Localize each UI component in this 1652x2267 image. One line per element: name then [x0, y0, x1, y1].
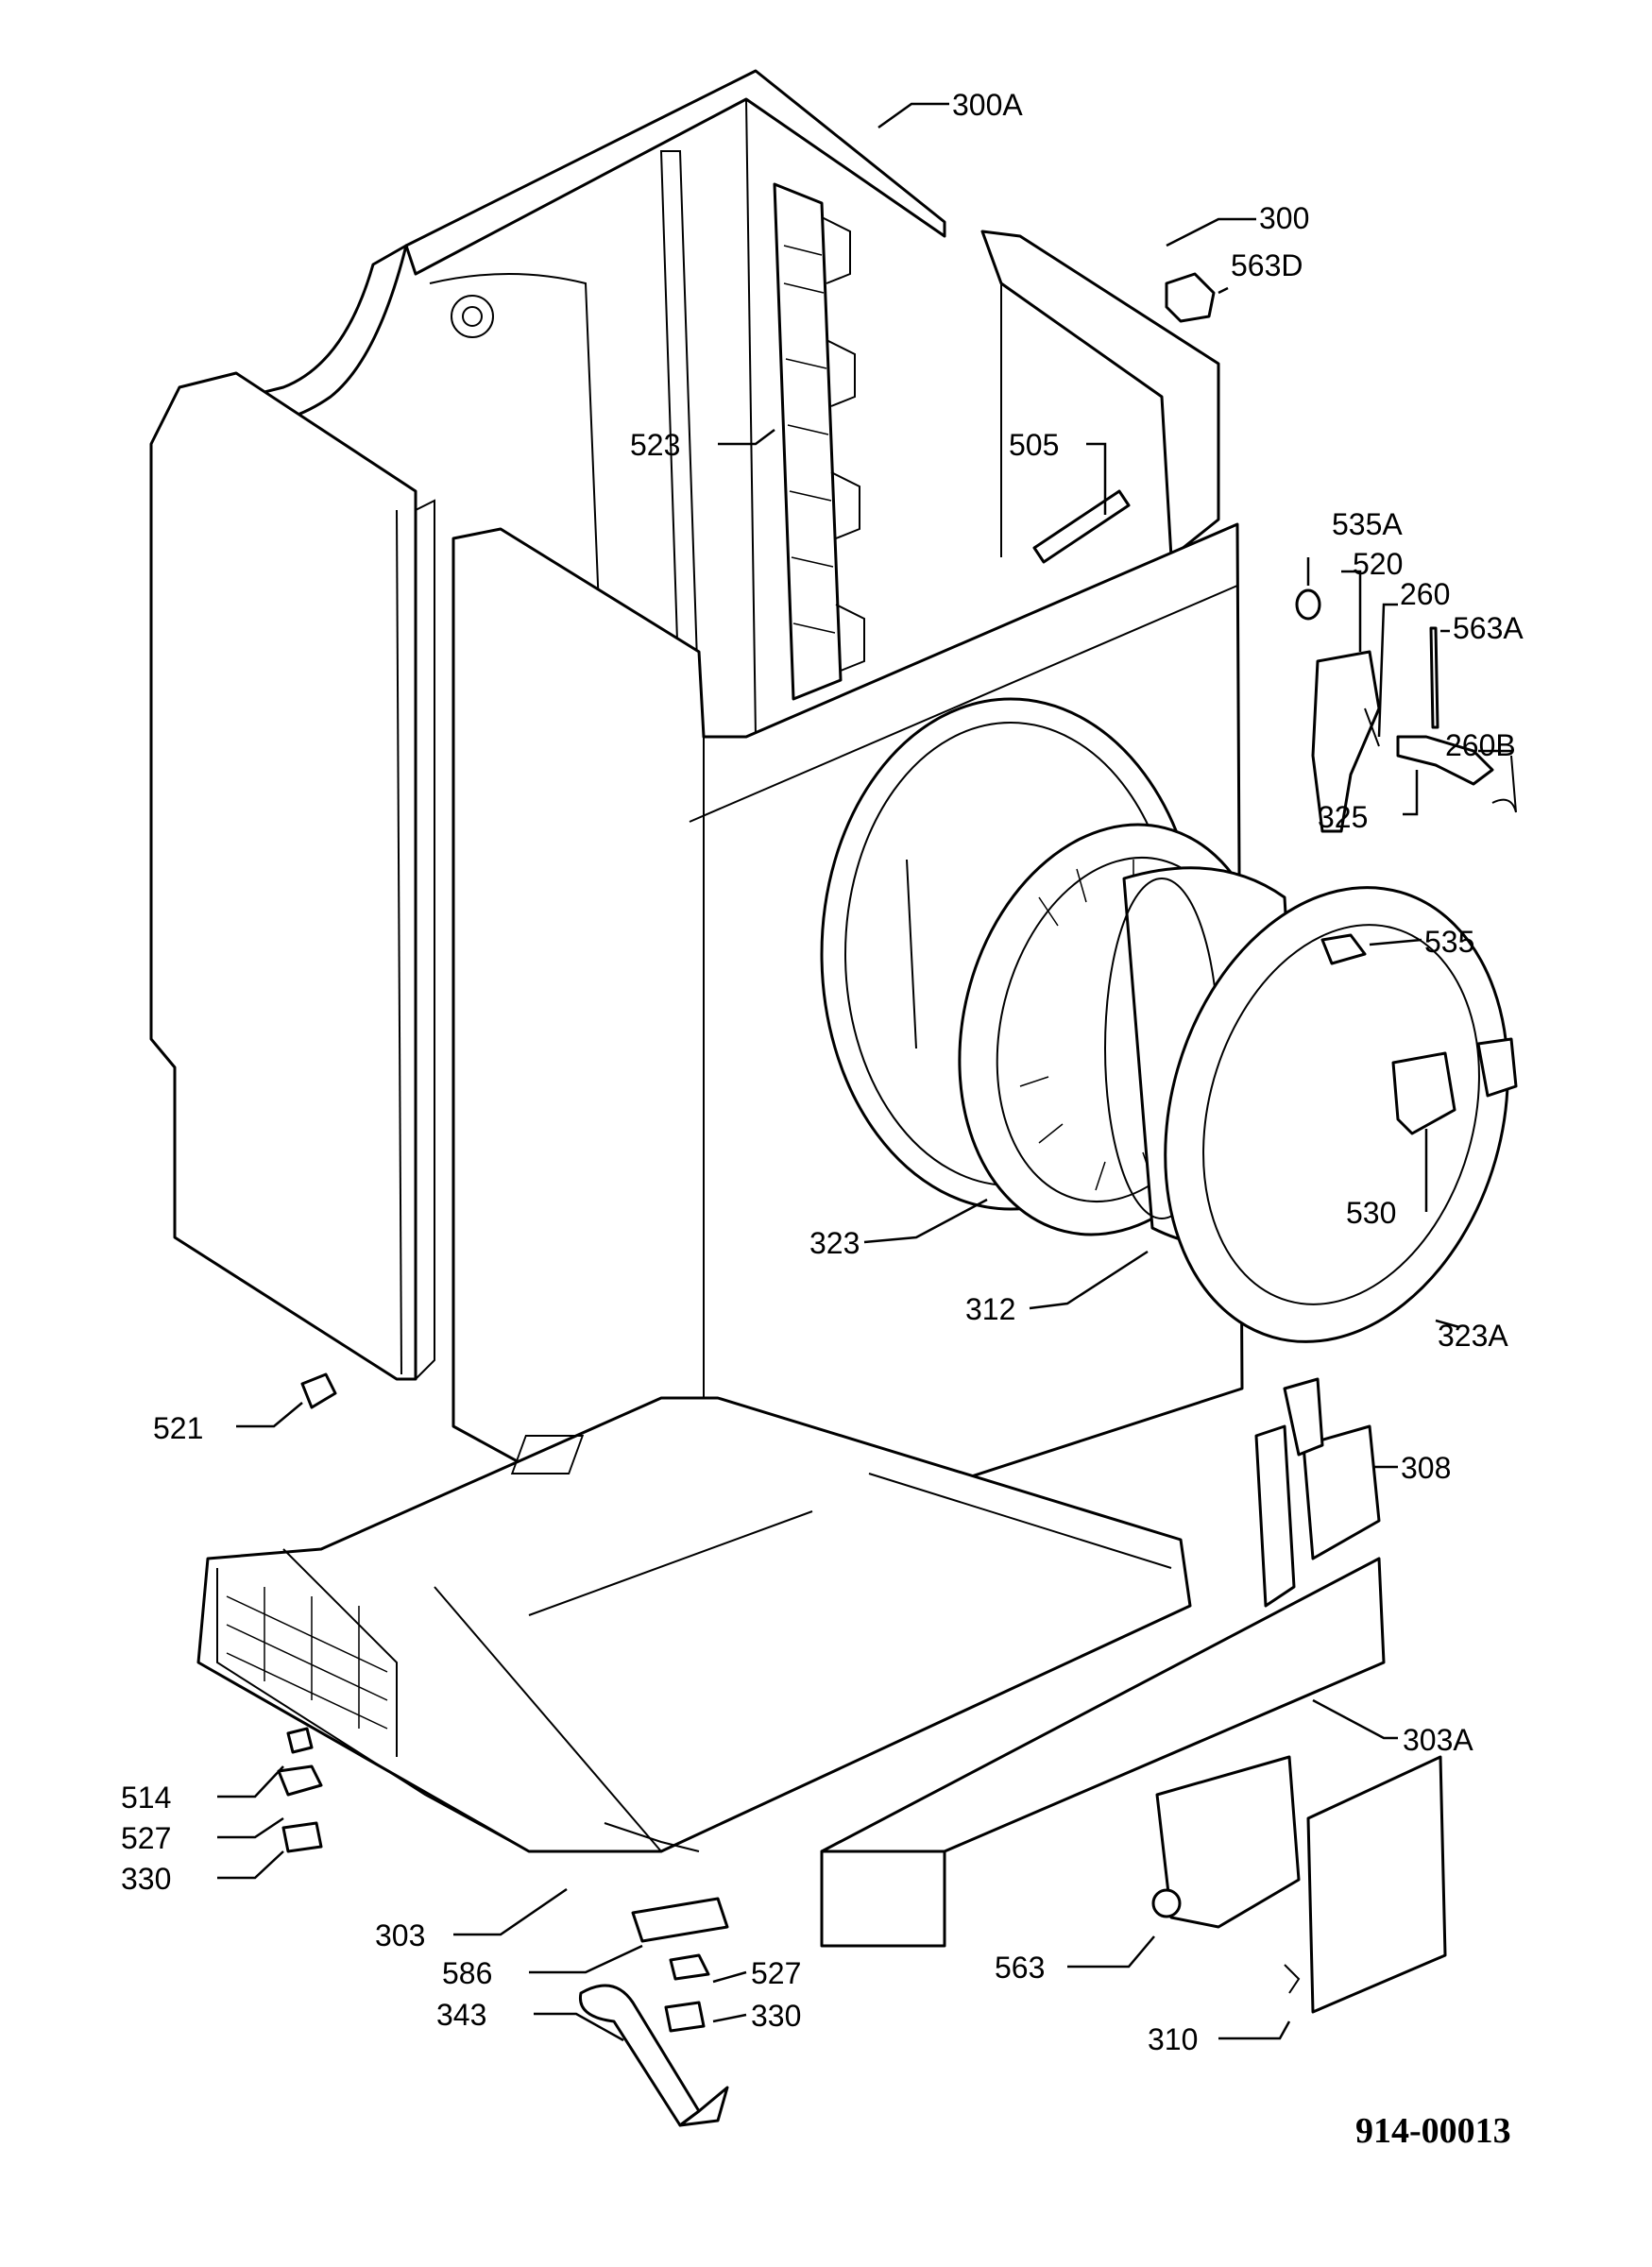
- callout-505: 505: [1009, 428, 1059, 462]
- leader-lines: [217, 102, 1511, 2042]
- callout-312: 312: [965, 1292, 1015, 1326]
- door-pin: [1320, 933, 1367, 965]
- callout-325: 325: [1318, 800, 1368, 834]
- callout-535a: 535A: [1332, 507, 1403, 541]
- callout-260: 260: [1400, 577, 1450, 611]
- wrench: [578, 1984, 729, 2127]
- callout-330-left: 330: [121, 1862, 171, 1896]
- callout-514: 514: [121, 1781, 171, 1815]
- screw-521: [300, 1372, 337, 1409]
- control-bracket-523: [773, 182, 865, 701]
- callout-535: 535: [1424, 925, 1474, 959]
- base-frame: [196, 1396, 1192, 1853]
- rod-505: [1032, 489, 1131, 564]
- callout-260b: 260B: [1445, 728, 1516, 762]
- callout-530: 530: [1346, 1196, 1396, 1230]
- lock-assembly: [1295, 588, 1517, 833]
- cabinet-frame: [206, 69, 1220, 747]
- callout-300a: 300A: [952, 88, 1023, 122]
- document-id: 914-00013: [1355, 2111, 1511, 2151]
- callout-330-right: 330: [751, 1999, 801, 2033]
- door: [1164, 886, 1518, 1343]
- callout-300: 300: [1259, 201, 1309, 235]
- callout-labels: 300A 300 563D 523 505 535A 520 260 563A …: [121, 88, 1524, 2056]
- plug-563d: [1165, 272, 1216, 323]
- callout-586: 586: [442, 1956, 492, 1990]
- callout-521: 521: [153, 1411, 203, 1445]
- callout-343: 343: [436, 1998, 486, 2032]
- callout-563a: 563A: [1453, 611, 1524, 645]
- callout-523: 523: [630, 428, 680, 462]
- hinge: [1254, 1377, 1381, 1608]
- side-panel-left: [149, 371, 435, 1381]
- callout-323a: 323A: [1438, 1319, 1508, 1353]
- callout-520: 520: [1353, 547, 1403, 581]
- foot-right: [631, 1897, 729, 2033]
- callout-310: 310: [1148, 2022, 1198, 2056]
- callout-527-left: 527: [121, 1821, 171, 1855]
- filter-flap: [1151, 1755, 1447, 2014]
- callout-563: 563: [995, 1951, 1045, 1985]
- callout-323: 323: [809, 1226, 860, 1260]
- callout-527-right: 527: [751, 1956, 801, 1990]
- plinth: [820, 1557, 1386, 1948]
- callout-303: 303: [375, 1918, 425, 1952]
- callout-303a: 303A: [1403, 1723, 1473, 1757]
- foot-left: [277, 1727, 323, 1853]
- callout-308: 308: [1401, 1451, 1451, 1485]
- callout-563d: 563D: [1231, 248, 1303, 282]
